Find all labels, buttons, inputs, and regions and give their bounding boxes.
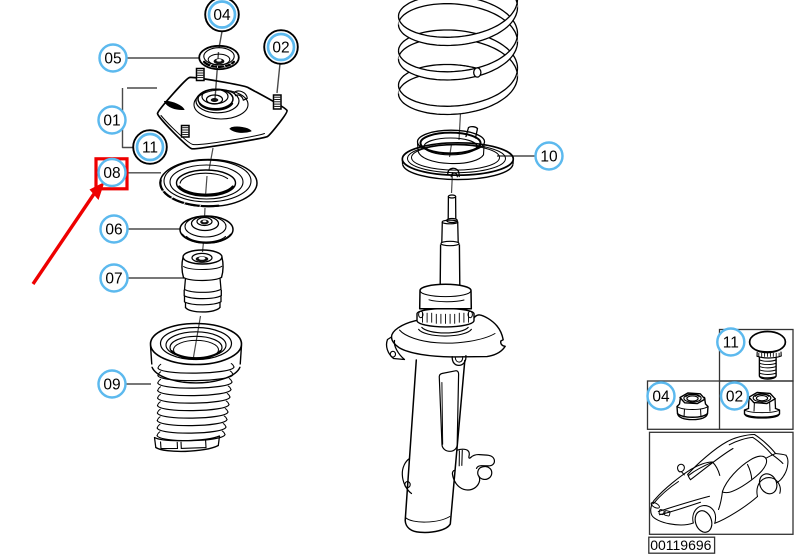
svg-text:10: 10 [540,148,558,165]
svg-text:07: 07 [105,270,122,287]
svg-text:06: 06 [105,221,122,238]
svg-text:04: 04 [652,388,670,405]
svg-text:02: 02 [726,388,743,405]
svg-text:08: 08 [103,165,120,182]
svg-text:11: 11 [142,139,158,156]
svg-text:02: 02 [272,39,289,56]
svg-text:11: 11 [723,334,739,351]
svg-text:05: 05 [104,50,121,67]
svg-text:04: 04 [213,7,231,24]
svg-text:09: 09 [103,376,120,393]
svg-text:00119696: 00119696 [650,537,711,553]
svg-text:01: 01 [103,112,120,129]
